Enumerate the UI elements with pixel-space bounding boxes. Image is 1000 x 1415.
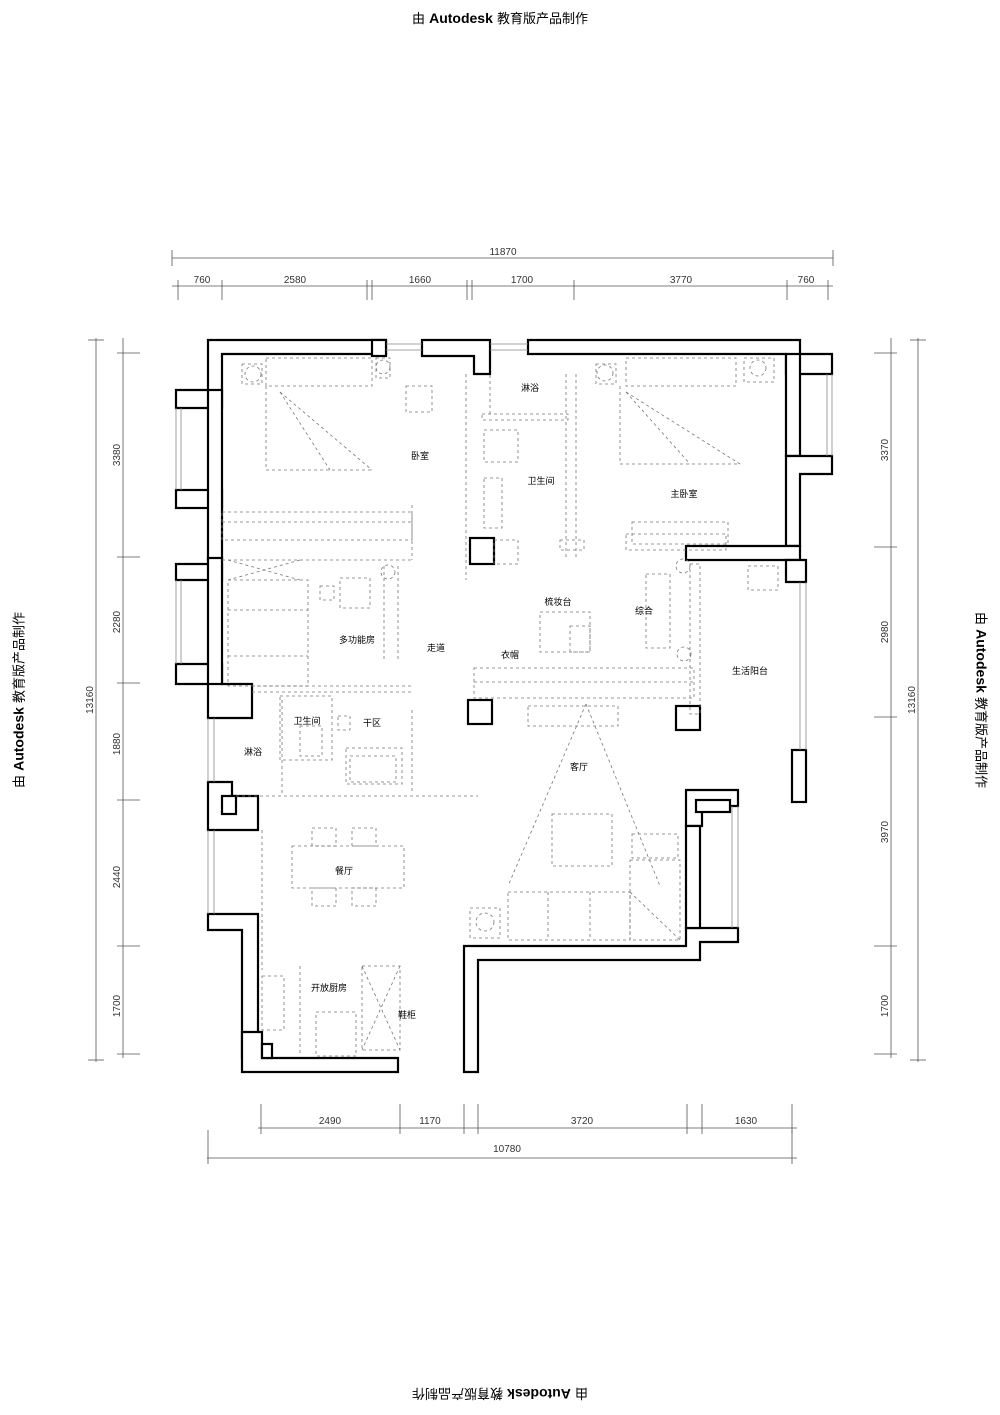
top-dim-4: 1700	[511, 275, 534, 286]
left-dim-4: 2440	[112, 865, 123, 888]
label-wardrobe: 衣帽	[501, 649, 519, 661]
right-dim-2: 2980	[880, 620, 891, 643]
bottom-total-dimension: 10780	[493, 1144, 521, 1155]
label-shower-top: 淋浴	[521, 382, 539, 394]
label-bathroom-mid: 卫生间	[293, 715, 320, 727]
windows	[175, 343, 833, 928]
right-dim-3: 3970	[880, 820, 891, 843]
label-shoe-cabinet: 鞋柜	[398, 1009, 416, 1021]
label-master-bedroom: 主卧室	[670, 488, 697, 500]
walls	[174, 338, 834, 1074]
top-dim-2: 2580	[284, 275, 307, 286]
top-dim-3: 1660	[409, 275, 432, 286]
label-utility-balcony: 生活阳台	[732, 665, 768, 677]
label-dry-area: 干区	[363, 718, 381, 729]
top-dim-6: 760	[798, 275, 815, 286]
top-dimension-lines	[171, 250, 834, 300]
right-dim-1: 3370	[880, 438, 891, 461]
left-dim-1: 3380	[112, 443, 123, 466]
label-dining-room: 餐厅	[335, 865, 353, 877]
label-bathroom-top: 卫生间	[527, 475, 554, 487]
label-dressing-table: 梳妆台	[544, 596, 571, 608]
left-dim-2: 2280	[112, 610, 123, 633]
label-multipurpose-room: 多功能房	[339, 634, 375, 646]
right-dim-4: 1700	[880, 994, 891, 1017]
label-open-kitchen: 开放厨房	[311, 982, 347, 994]
furniture	[221, 357, 779, 1057]
label-general: 综合	[635, 605, 653, 617]
bottom-dim-1: 2490	[319, 1116, 342, 1127]
top-dim-5: 3770	[670, 275, 693, 286]
left-dim-5: 1700	[112, 994, 123, 1017]
label-living-room: 客厅	[570, 761, 588, 773]
bottom-dim-4: 1630	[735, 1116, 758, 1127]
top-dim-1: 760	[194, 275, 211, 286]
label-bedroom: 卧室	[411, 450, 429, 462]
bottom-dimension-lines	[207, 1104, 797, 1164]
watermark-top: 由 Autodesk 教育版产品制作	[411, 10, 589, 27]
bottom-dim-3: 3720	[571, 1116, 594, 1127]
bottom-dim-2: 1170	[419, 1116, 441, 1127]
right-dimension-lines	[874, 338, 926, 1062]
top-total-dimension: 11870	[489, 247, 517, 258]
label-corridor: 走道	[427, 642, 445, 654]
left-total-dimension: 13160	[85, 686, 96, 714]
label-shower-mid: 淋浴	[244, 746, 262, 758]
right-total-dimension: 13160	[907, 686, 918, 714]
left-dim-3: 1880	[112, 732, 123, 755]
plant-symbols	[244, 359, 767, 932]
left-dimension-lines	[88, 338, 140, 1062]
